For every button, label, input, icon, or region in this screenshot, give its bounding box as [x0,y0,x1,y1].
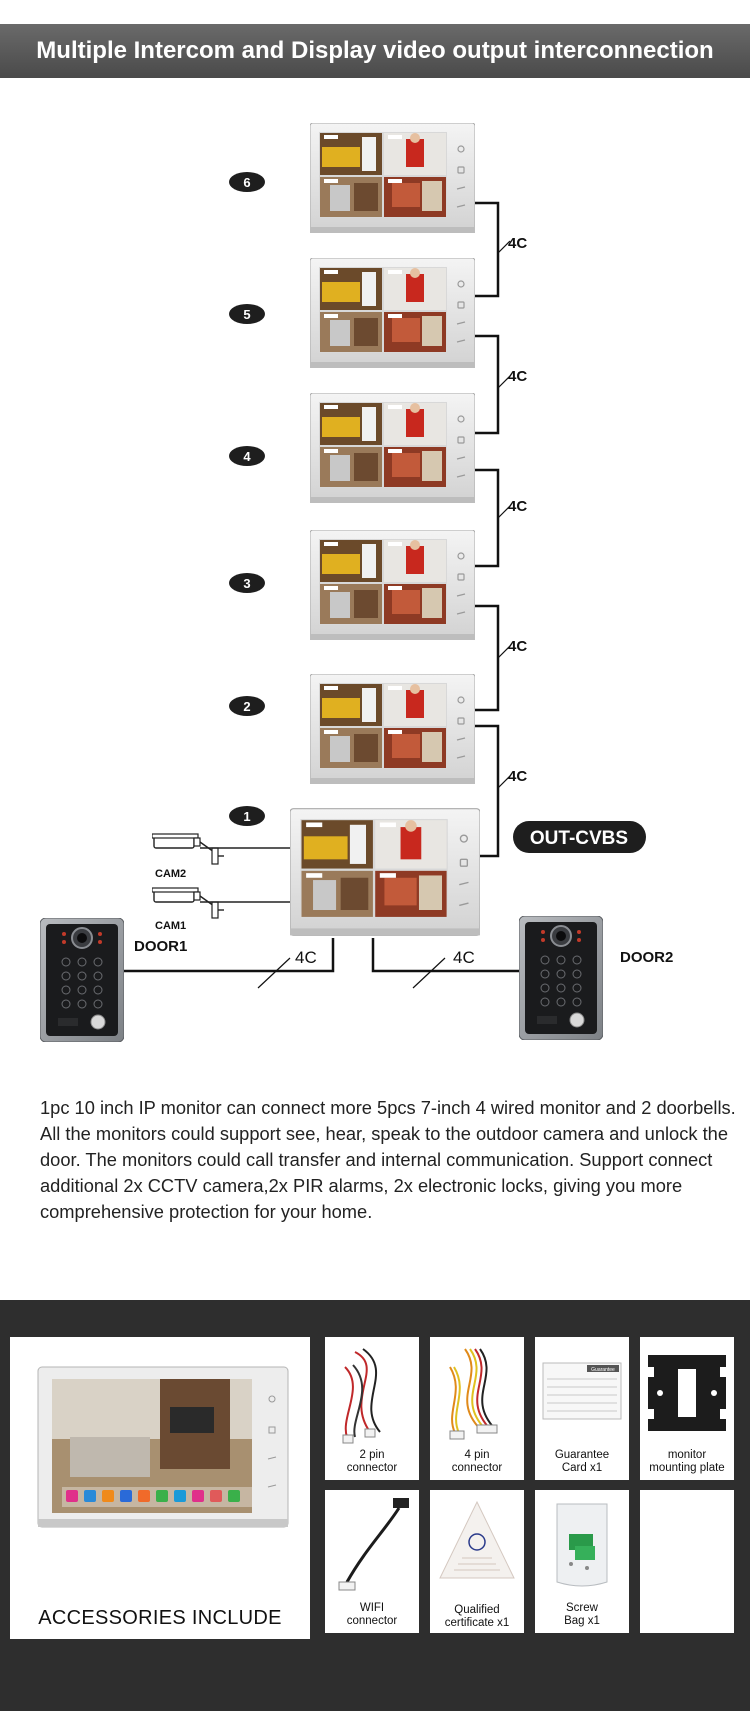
item-label-line1: Screw [566,1602,598,1614]
badge-6: 6 [243,175,250,190]
badge-3: 3 [243,576,250,591]
accessories-panel: ACCESSORIES INCLUDE 2 pin connector [0,1300,750,1711]
cable-label-4c: 4C [508,235,527,252]
cable-label-4c: 4C [508,638,527,655]
accessory-empty-tile [640,1490,734,1633]
4pin-cable-icon [449,1348,498,1440]
doorbell-2 [519,916,603,1040]
guarantee-card-heading: Guarantee [591,1367,615,1373]
badge-4: 4 [243,449,251,464]
item-label-line2: connector [346,1615,398,1627]
monitor-3 [310,530,475,640]
monitor-number-badges: 6 5 4 3 2 1 [229,172,265,826]
cable-label-4c: 4C [508,768,527,785]
page-header: Multiple Intercom and Display video outp… [0,24,750,78]
doorbell-1 [40,918,124,1042]
accessory-2pin-connector: 2 pin connector [325,1337,419,1480]
main-monitor-tile: ACCESSORIES INCLUDE [10,1337,310,1639]
out-cvbs-badge: OUT-CVBS [513,821,646,853]
guarantee-card-icon: Guarantee [542,1362,622,1420]
cam1-label: CAM1 [155,920,186,932]
item-label-line2: connector [346,1462,398,1474]
accessories-include-label: ACCESSORIES INCLUDE [38,1607,282,1629]
badge-2: 2 [243,699,250,714]
cable-label-4c: 4C [508,498,527,515]
mounting-plate-icon [648,1355,726,1431]
monitor-6 [310,123,475,233]
interconnect-labels: 4C 4C 4C 4C 4C [497,235,527,789]
door1-label: DOOR1 [134,938,187,955]
door2-cable-label: 4C [453,948,475,967]
monitor-1 [290,807,480,937]
wifi-cable-icon [338,1498,409,1591]
monitor-5 [310,258,475,368]
badge-1: 1 [243,809,250,824]
certificate-icon [439,1500,515,1579]
item-label-line1: WIFI [359,1602,385,1614]
item-label-line1: monitor [667,1449,707,1461]
cable-label-4c: 4C [508,368,527,385]
monitor-photo [37,1366,289,1528]
2pin-cable-icon [342,1348,381,1444]
out-cvbs-label: OUT-CVBS [530,828,628,849]
accessory-qualified-certificate: Qualified certificate x1 [430,1490,524,1633]
accessory-mounting-plate: monitor mounting plate [640,1337,734,1480]
camera-cam2: CAM2 [152,833,290,880]
camera-cam1: CAM1 [152,887,290,932]
accessory-screw-bag: Screw Bag x1 [535,1490,629,1633]
door-wires [124,938,519,973]
page-title: Multiple Intercom and Display video outp… [36,37,714,64]
item-label-line1: 4 pin [464,1449,490,1461]
screw-bag-icon [556,1503,608,1587]
item-label-line2: connector [451,1462,503,1474]
item-label-line2: certificate x1 [444,1617,510,1629]
accessory-4pin-connector: 4 pin connector [430,1337,524,1480]
cam2-label: CAM2 [155,868,186,880]
interconnection-diagram: 6 5 4 3 2 1 4C 4C 4C 4C 4C OUT-CVBS [40,123,673,1042]
door2-label: DOOR2 [620,949,673,966]
badge-5: 5 [243,307,250,322]
monitor-2 [310,674,475,784]
monitor-4 [310,393,475,503]
item-label-line1: Qualified [454,1604,500,1616]
door1-cable-label: 4C [295,948,317,967]
accessory-wifi-connector: WIFI connector [325,1490,419,1633]
interconnect-wires [475,201,500,858]
accessory-guarantee-card: Guarantee Guarantee Card x1 [535,1337,629,1480]
product-description: 1pc 10 inch IP monitor can connect more … [40,1097,736,1222]
item-label-line2: Bag x1 [564,1615,600,1627]
item-label-line1: Guarantee [554,1449,610,1461]
item-label-line2: mounting plate [649,1462,725,1474]
item-label-line1: 2 pin [359,1449,385,1461]
item-label-line2: Card x1 [561,1462,603,1474]
